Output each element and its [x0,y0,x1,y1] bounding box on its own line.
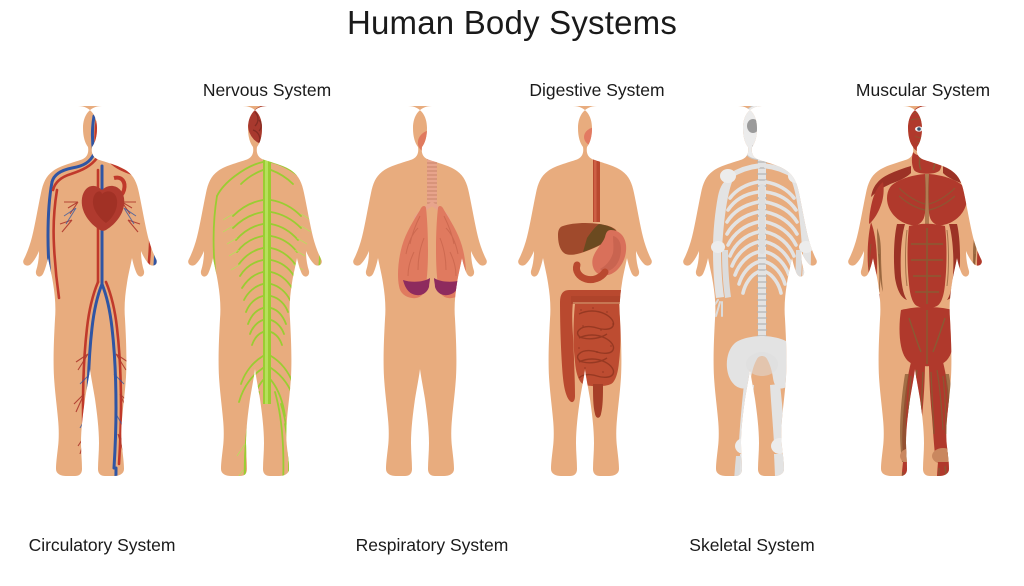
brain [248,106,286,145]
duodenum [573,261,609,284]
pelvis [726,336,798,389]
heart [81,185,125,231]
figure-digestive [513,104,681,536]
caption-digestive: Digestive System [529,80,665,100]
mouth-pharynx [584,127,610,147]
rectum [593,384,603,418]
caption-muscular: Muscular System [855,80,991,100]
neck-muscles [911,152,943,174]
esophagus [593,146,600,222]
liver [558,222,617,255]
abdominals [905,223,949,309]
sternum [759,184,765,254]
digestive-overlay [558,127,638,418]
figure-nervous [183,104,351,536]
caption-respiratory: Respiratory System [355,535,509,555]
body-silhouette [188,106,322,476]
caption-nervous: Nervous System [202,80,332,100]
lung-left [398,206,430,299]
hip-gluteal-muscles [899,307,955,367]
ankle-foot-muscles [903,516,951,536]
figure-circulatory [18,104,186,536]
foot-vessels [80,516,122,532]
caption-skeletal: Skeletal System [689,535,815,555]
caption-circulatory: Circulatory System [28,535,176,555]
spinal-cord [263,142,271,404]
trachea [427,150,437,206]
page-title: Human Body Systems [346,4,678,41]
ribcage [725,180,799,295]
stomach [592,230,627,276]
small-intestine [573,304,621,387]
figure-muscular [843,104,1011,536]
figure-skeletal [678,104,846,536]
foot-bones [730,518,794,532]
body-silhouette [683,106,817,476]
pectorals [887,174,967,226]
skull [739,106,785,161]
figure-respiratory [348,104,516,536]
facial-muscles [908,106,946,154]
